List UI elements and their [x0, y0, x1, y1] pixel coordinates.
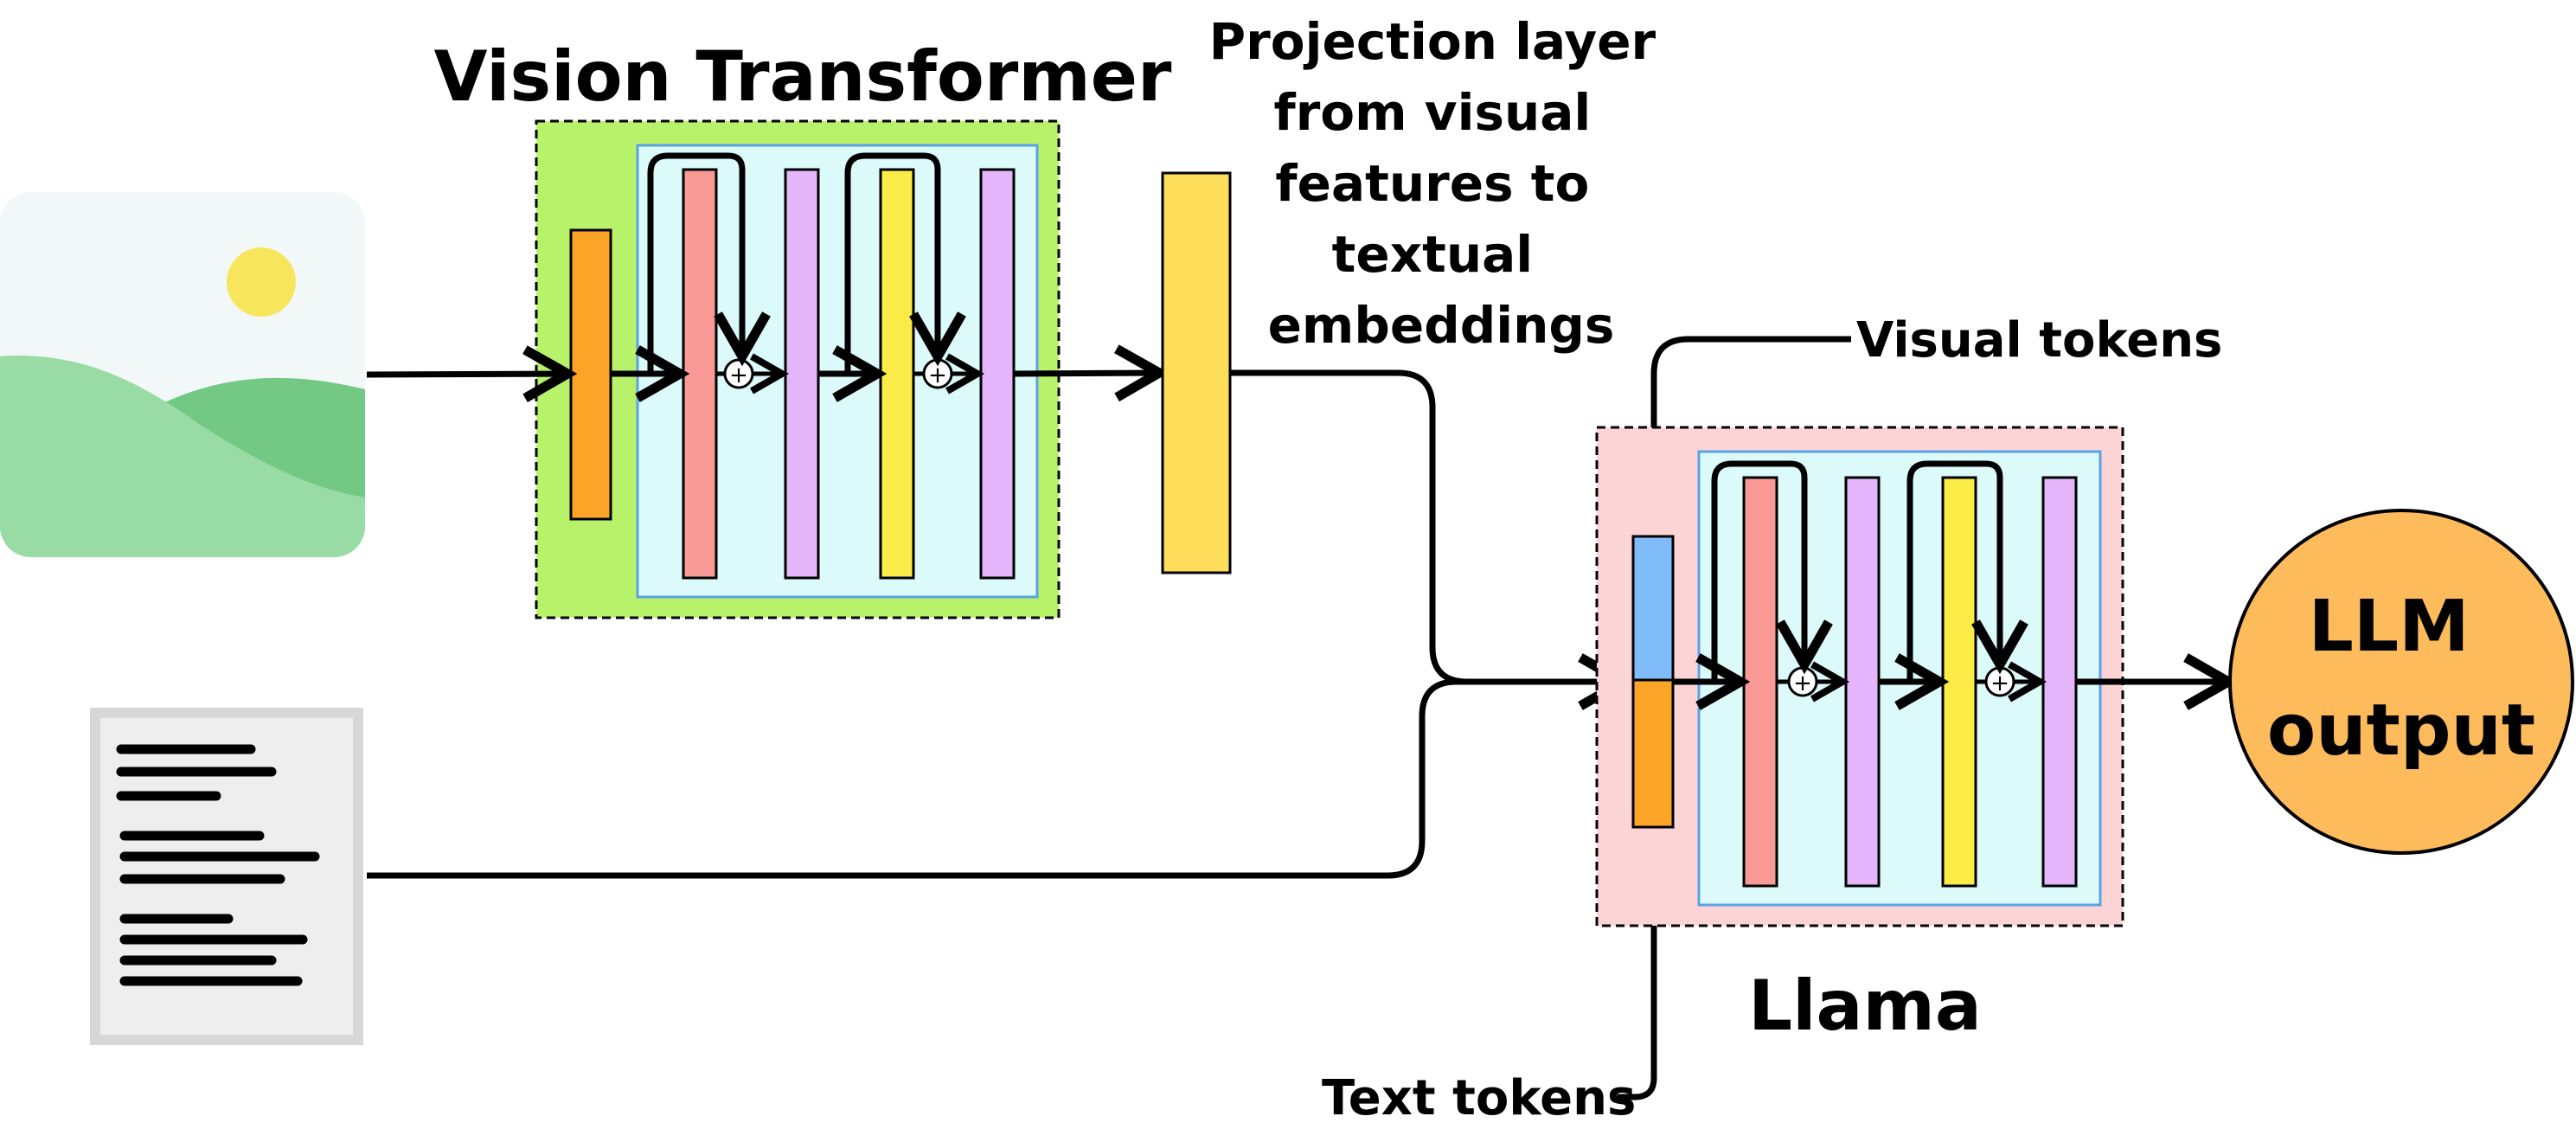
svg-text:+: +	[1793, 670, 1812, 696]
llm-output-node: LLM output	[2228, 509, 2574, 855]
visual-tokens-arrow	[1625, 336, 1851, 540]
llama-mlp-layer-1	[1941, 476, 1977, 888]
llama-block: + +	[1595, 426, 2239, 927]
visual-feature-path	[1230, 369, 1633, 710]
svg-text:+: +	[1990, 670, 2009, 696]
visual-tokens-label: Visual tokens	[1856, 312, 2222, 369]
svg-text:+: +	[729, 362, 748, 388]
projection-layer	[1161, 171, 1232, 574]
llama-norm-layer-2	[2041, 476, 2078, 888]
image-input-icon	[0, 192, 365, 557]
text-document-icon	[90, 708, 363, 1045]
vision-transformer-block: + +	[366, 119, 1169, 619]
text-tokens-label: Text tokens	[1322, 1070, 1636, 1126]
vit-norm-layer-2	[979, 168, 1016, 580]
vit-attention-layer-1	[682, 168, 718, 580]
projection-layer-label: Projection layer from visual features to…	[1209, 12, 1674, 355]
llm-output-label: LLM output	[2267, 586, 2535, 772]
text-input-path	[367, 678, 1623, 879]
visual-token-embedding	[1631, 535, 1675, 682]
llama-norm-layer-1	[1844, 476, 1881, 888]
vit-norm-layer-1	[784, 168, 820, 580]
text-tokens-arrow	[1618, 817, 1682, 1100]
vit-mlp-layer-1	[879, 168, 915, 580]
llama-attention-layer-1	[1742, 476, 1778, 888]
text-token-embedding	[1631, 678, 1675, 829]
vision-transformer-title: Vision Transformer	[434, 36, 1172, 117]
vit-patch-embedding-layer	[569, 228, 612, 521]
llama-title: Llama	[1748, 966, 1982, 1046]
svg-text:+: +	[928, 362, 947, 388]
